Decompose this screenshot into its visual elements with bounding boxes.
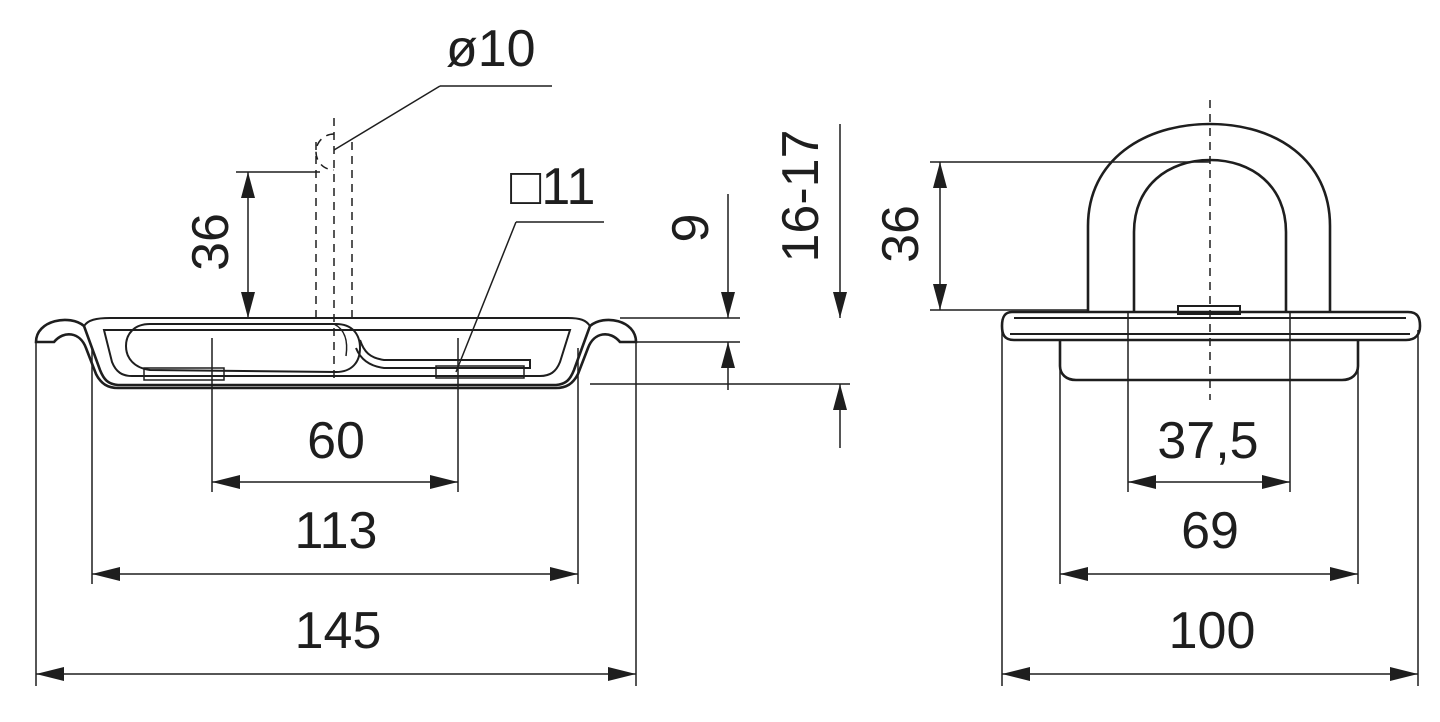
front-plate-cup — [1058, 340, 1360, 382]
dim36r-arrow-top — [933, 162, 947, 188]
diameter-leader — [333, 85, 441, 151]
dim60-arrow-left — [212, 475, 240, 489]
dim36-arrow-bottom — [241, 292, 255, 318]
dim113-arrow-right — [550, 567, 578, 581]
dim100-arrow-right — [1390, 667, 1418, 681]
dim36-arrow-top — [241, 172, 255, 198]
dim9-label: 9 — [662, 214, 720, 243]
dim36r-arrow-bottom — [933, 284, 947, 310]
dim1617-arrow-top — [833, 292, 847, 318]
dim9-arrow-top — [721, 292, 735, 318]
dim60-arrow-right — [430, 475, 458, 489]
base-pad-left — [143, 367, 225, 381]
dim113-label: 113 — [295, 502, 378, 560]
dim1617-label: 16-17 — [772, 130, 830, 263]
plate-top-rim — [83, 317, 591, 327]
stem-top-circle — [315, 133, 335, 171]
dim145-arrow-left — [36, 667, 64, 681]
right-view: 36 37,5 69 100 — [872, 100, 1422, 686]
dim36-left-label: 36 — [182, 213, 240, 271]
dim9-arrow-bottom — [721, 342, 735, 368]
dim375-arrow-right — [1262, 475, 1290, 489]
dim60-label: 60 — [307, 412, 365, 470]
dim69-arrow-left — [1060, 567, 1088, 581]
front-plate — [1000, 310, 1422, 342]
left-view: ø10 □11 36 9 16-17 60 — [34, 20, 850, 686]
folded-ring — [124, 323, 362, 374]
dim100-arrow-left — [1002, 667, 1030, 681]
dim145-arrow-right — [608, 667, 636, 681]
diameter-label: ø10 — [446, 20, 536, 78]
plate-inner-cavity — [102, 329, 572, 377]
dim145-label: 145 — [295, 602, 382, 660]
dim69-label: 69 — [1181, 502, 1239, 560]
base-pad-right — [435, 365, 525, 379]
dim375-arrow-left — [1128, 475, 1156, 489]
dim375-label: 37,5 — [1157, 412, 1258, 470]
square-leader — [455, 221, 517, 373]
dim113-arrow-left — [92, 567, 120, 581]
ring-weld — [1177, 305, 1241, 315]
ring-inner-curve — [333, 323, 348, 357]
ring-loop-outer — [1086, 122, 1332, 312]
dim100-label: 100 — [1169, 602, 1256, 660]
dim36-right-label: 36 — [872, 205, 930, 263]
square-label: □11 — [510, 158, 595, 216]
ring-link — [355, 339, 531, 369]
dim1617-arrow-bottom — [833, 384, 847, 410]
dim69-arrow-right — [1330, 567, 1358, 581]
